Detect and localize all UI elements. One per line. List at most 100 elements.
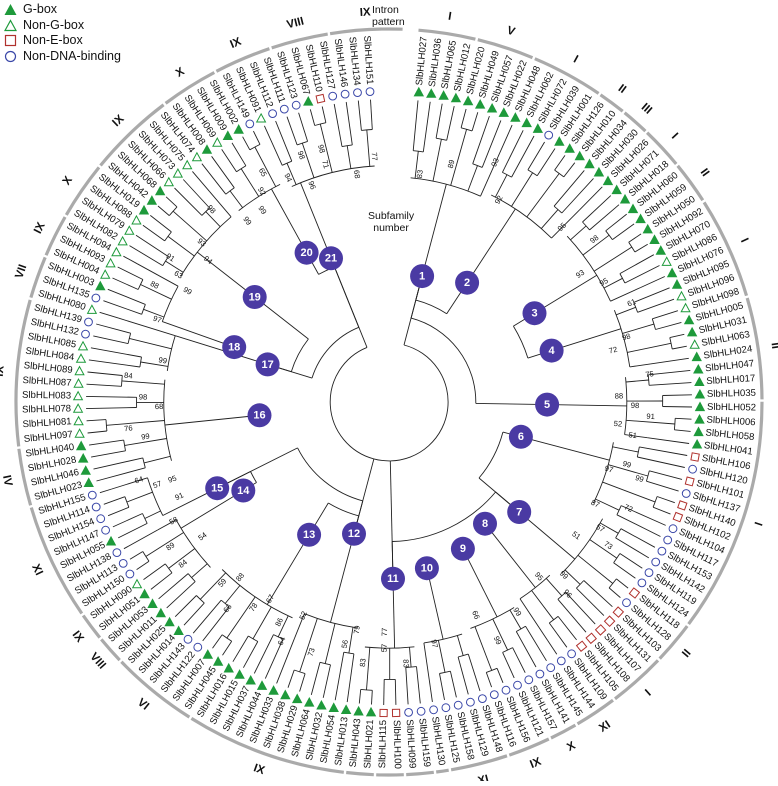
- gbox-triangle-marker: [305, 698, 314, 706]
- non-dna-binding-circle-marker: [341, 90, 349, 98]
- branch-line: [367, 130, 370, 167]
- non-gbox-triangle-marker: [662, 257, 671, 265]
- branch-line: [322, 107, 326, 123]
- bootstrap-value: 77: [370, 152, 379, 161]
- non-dna-binding-circle-marker: [454, 701, 462, 709]
- bootstrap-value: 83: [358, 658, 368, 667]
- subfamily-number: 1: [419, 271, 425, 283]
- branch-line: [503, 652, 515, 678]
- branch-line: [430, 687, 432, 702]
- gene-labels: SlbHLH027SlbHLH036SlbHLH065SlbHLH012SlbH…: [22, 35, 756, 769]
- non-dna-binding-circle-marker: [246, 120, 254, 128]
- gbox-triangle-marker: [246, 676, 255, 684]
- subfamily-number: 20: [300, 247, 312, 259]
- intron-pattern-arc: [346, 773, 374, 775]
- non-ebox-square-marker: [596, 625, 606, 635]
- branch-line: [554, 170, 584, 206]
- branch-line: [93, 336, 128, 344]
- branch-line: [657, 497, 675, 503]
- intron-pattern-label: IX: [228, 36, 243, 51]
- branch-arc: [167, 336, 175, 371]
- gbox-triangle-marker: [692, 353, 701, 361]
- branch-line: [512, 173, 533, 207]
- non-gbox-triangle-marker: [174, 169, 183, 177]
- branch-line: [175, 336, 267, 365]
- bootstrap-value: 58: [168, 515, 180, 527]
- branch-line: [513, 648, 526, 673]
- intron-pattern-label: IX: [359, 6, 371, 19]
- intron-pattern-arc: [101, 105, 164, 166]
- branch-line: [232, 143, 246, 166]
- branch-line: [222, 149, 237, 171]
- branch-line: [325, 624, 335, 664]
- branch-line: [212, 156, 235, 188]
- branch-line: [347, 146, 351, 169]
- gbox-triangle-marker: [694, 365, 703, 373]
- non-dna-binding-circle-marker: [536, 670, 544, 678]
- non-dna-binding-circle-marker: [92, 503, 100, 511]
- subfamily-number: 21: [325, 253, 337, 265]
- branch-line: [498, 125, 512, 157]
- branch-line: [144, 456, 170, 463]
- branch-line: [457, 636, 463, 656]
- branch-line: [472, 112, 478, 131]
- branch-line: [217, 448, 297, 488]
- branch-arc: [291, 339, 308, 372]
- branch-line: [347, 654, 354, 702]
- gbox-triangle-marker: [694, 428, 703, 436]
- bootstrap-value: 99: [634, 473, 645, 484]
- branch-line: [88, 431, 107, 433]
- bootstrap-value: 57: [380, 644, 389, 653]
- non-gbox-triangle-marker: [75, 429, 84, 437]
- legend-item-gbox: G-box: [4, 2, 121, 18]
- non-dna-binding-circle-marker: [280, 105, 288, 113]
- branch-arc: [164, 380, 172, 461]
- branch-line: [230, 191, 243, 208]
- subfamily-number: 14: [237, 485, 250, 497]
- gene-label: SlbHLH035: [707, 388, 756, 400]
- intron-pattern-label: I: [669, 131, 680, 142]
- subfamily-number: 6: [518, 431, 524, 443]
- bootstrap-value: 63: [173, 269, 185, 281]
- branch-line: [635, 244, 648, 252]
- branch-line: [637, 457, 685, 468]
- bootstrap-value: 98: [296, 150, 307, 161]
- bootstrap-value: 87: [590, 498, 602, 510]
- subfamily-number: 4: [549, 345, 556, 357]
- branch-line: [108, 289, 146, 304]
- bootstrap-value: 71: [320, 159, 331, 169]
- branch-line: [225, 586, 240, 604]
- branch-line: [253, 131, 260, 144]
- non-gbox-triangle-marker: [133, 580, 142, 588]
- gbox-triangle-marker: [293, 695, 302, 703]
- branch-line: [119, 318, 176, 336]
- branch-line: [614, 563, 636, 579]
- subfamily-number: 11: [387, 573, 399, 585]
- non-dna-binding-circle-marker: [85, 318, 93, 326]
- bootstrap-value: 77: [380, 628, 389, 637]
- gbox-triangle-marker: [96, 282, 105, 290]
- branch-line: [552, 210, 580, 238]
- bootstrap-value: 54: [196, 530, 208, 542]
- non-gbox-triangle-marker: [88, 305, 97, 313]
- non-dna-binding-circle-marker: [479, 695, 487, 703]
- branch-line: [143, 225, 165, 241]
- non-ebox-square-marker: [613, 607, 623, 617]
- bootstrap-value: 98: [139, 392, 148, 401]
- gbox-triangle-marker: [499, 108, 508, 116]
- branch-line: [166, 197, 177, 207]
- subfamily-number: 5: [544, 399, 550, 411]
- gene-label: SlbHLH081: [22, 416, 72, 430]
- non-dna-binding-circle-marker: [82, 330, 90, 338]
- intron-pattern-label: X: [174, 65, 187, 79]
- gbox-triangle-marker: [604, 177, 613, 185]
- bootstrap-value: 93: [574, 268, 586, 280]
- branch-arc: [567, 236, 610, 301]
- gbox-triangle-marker: [695, 378, 704, 386]
- non-dna-binding-circle-marker: [405, 709, 413, 717]
- branch-line: [213, 635, 223, 649]
- non-dna-binding-circle-marker: [545, 131, 553, 139]
- branch-line: [159, 574, 189, 599]
- branch-line: [371, 100, 373, 130]
